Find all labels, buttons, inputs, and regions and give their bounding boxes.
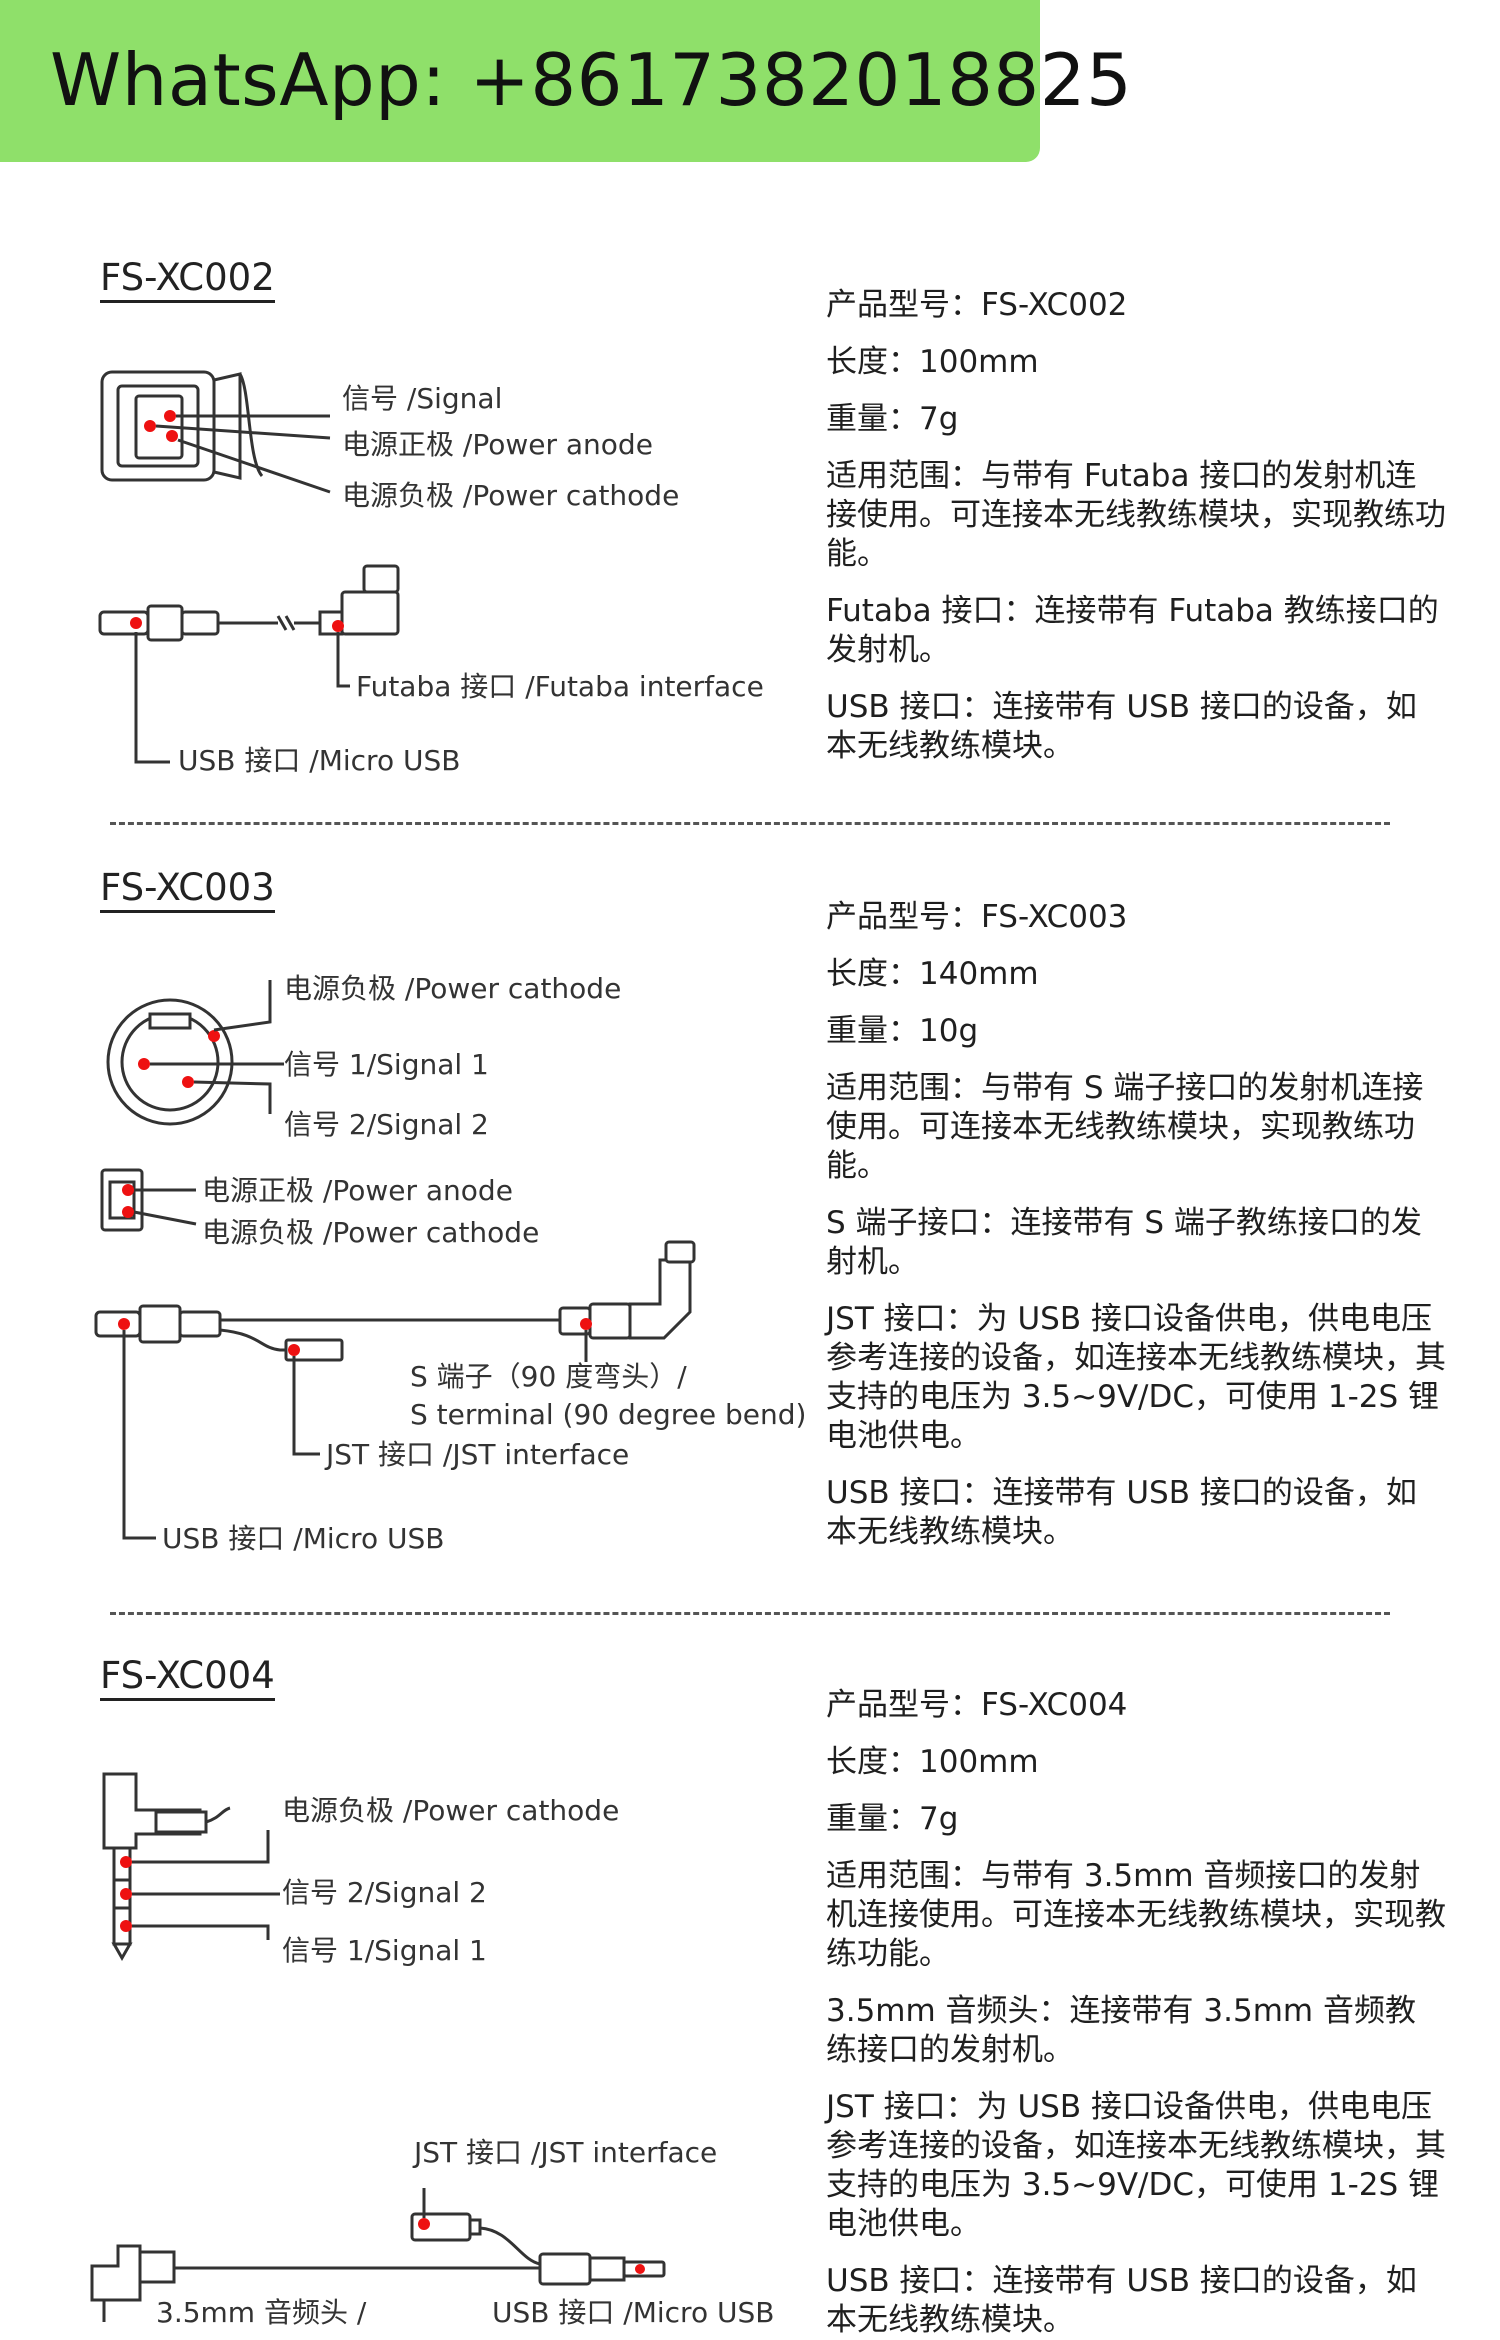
label-power-cathode: 电源负极 /Power cathode (342, 479, 679, 512)
spec-length: 长度：100mm (826, 344, 1039, 380)
label-signal1: 信号 1/Signal 1 (284, 1048, 489, 1081)
whatsapp-banner: WhatsApp: +8617382018825 (0, 0, 1132, 162)
usb-plug-dot (130, 617, 142, 629)
futaba-connector-face (100, 370, 331, 494)
pin-cathode-dot (120, 1856, 132, 1868)
section-title: FS-XC004 (100, 1654, 275, 1701)
section-fs-xc003: FS-XC003 电源负极 /Power cathode 信号 1/Signal… (0, 852, 1500, 1592)
label-jst-cathode: 电源负极 /Power cathode (202, 1216, 539, 1249)
banner-text: WhatsApp: +8617382018825 (50, 38, 1133, 122)
jst-cathode-dot (122, 1206, 134, 1218)
spec-weight: 重量：7g (826, 401, 959, 437)
spec-scope: 适用范围：与带有 3.5mm 音频接口的发射机连接使用。可连接本无线教练模块，实… (826, 1858, 1446, 1972)
s-plug-dot (580, 1318, 592, 1330)
label-usb-partial: USB 接口 /Micro USB (492, 2296, 774, 2329)
pin-cathode-dot (208, 1030, 220, 1042)
fs-xc003-cable (94, 1240, 696, 1540)
spec-model: 产品型号：FS-XC004 (826, 1687, 1128, 1723)
pin-cathode-dot (166, 430, 178, 442)
spec-model: 产品型号：FS-XC002 (826, 287, 1128, 323)
label-signal: 信号 /Signal (342, 382, 502, 415)
label-jst-interface: JST 接口 /JST interface (412, 2136, 717, 2169)
spec-s-terminal: S 端子接口：连接带有 S 端子教练接口的发射机。 (826, 1205, 1422, 1280)
jst-connector-face (100, 1168, 197, 1232)
spec-scope: 适用范围：与带有 Futaba 接口的发射机连接使用。可连接本无线教练模块，实现… (826, 458, 1446, 572)
s-terminal-face (106, 980, 284, 1126)
spec-usb: USB 接口：连接带有 USB 接口的设备，如本无线教练模块。 (826, 689, 1417, 764)
spec-model: 产品型号：FS-XC003 (826, 899, 1128, 935)
pin-anode-dot (144, 420, 156, 432)
fs-xc004-specs: 产品型号：FS-XC004 长度：100mm 重量：7g 适用范围：与带有 3.… (826, 1686, 1446, 2340)
pin-signal1-dot (138, 1058, 150, 1070)
fs-xc003-diagram: 电源负极 /Power cathode 信号 1/Signal 1 信号 2/S… (94, 972, 806, 1555)
spec-scope: 适用范围：与带有 S 端子接口的发射机连接使用。可连接本无线教练模块，实现教练功… (826, 1070, 1424, 1184)
spec-weight: 重量：10g (826, 1013, 979, 1049)
spec-jst: JST 接口：为 USB 接口设备供电，供电电压参考连接的设备，如连接本无线教练… (826, 2089, 1446, 2242)
section-divider (110, 1612, 1390, 1615)
section-title: FS-XC002 (100, 256, 275, 303)
label-futaba-interface: Futaba 接口 /Futaba interface (356, 670, 764, 703)
spec-jst: JST 接口：为 USB 接口设备供电，供电电压参考连接的设备，如连接本无线教练… (826, 1301, 1446, 1454)
section-fs-xc002: FS-XC002 信号 /Signal 电源正极 /Power anode 电源… (0, 240, 1500, 800)
fs-xc002-specs: 产品型号：FS-XC002 长度：100mm 重量：7g 适用范围：与带有 Fu… (826, 286, 1446, 766)
spec-audio: 3.5mm 音频头：连接带有 3.5mm 音频教练接口的发射机。 (826, 1993, 1416, 2068)
usb-plug-dot (635, 2264, 645, 2274)
label-usb: USB 接口 /Micro USB (162, 1522, 444, 1555)
label-jst-anode: 电源正极 /Power anode (202, 1174, 513, 1207)
pin-signal-dot (164, 410, 176, 422)
pin-signal2-dot (182, 1076, 194, 1088)
spec-length: 长度：140mm (826, 956, 1039, 992)
jst-anode-dot (122, 1184, 134, 1196)
label-jst-interface: JST 接口 /JST interface (324, 1438, 629, 1471)
label-s-terminal-cn: S 端子（90 度弯头）/ (410, 1360, 687, 1393)
pin-signal1-dot (120, 1920, 132, 1932)
label-audio-partial: 3.5mm 音频头 / (156, 2296, 367, 2329)
spec-weight: 重量：7g (826, 1801, 959, 1837)
fs-xc004-cable (90, 2188, 666, 2322)
fs-xc003-specs: 产品型号：FS-XC003 长度：140mm 重量：10g 适用范围：与带有 S… (826, 898, 1446, 1552)
fs-xc004-diagram: 电源负极 /Power cathode 信号 2/Signal 2 信号 1/S… (90, 1772, 774, 2329)
audio-jack (102, 1772, 280, 1962)
label-signal1: 信号 1/Signal 1 (282, 1934, 487, 1967)
label-usb: USB 接口 /Micro USB (178, 744, 460, 777)
jst-plug-dot (418, 2218, 430, 2230)
label-signal2: 信号 2/Signal 2 (282, 1876, 487, 1909)
label-power-cathode: 电源负极 /Power cathode (282, 1794, 619, 1827)
label-s-terminal-en: S terminal (90 degree bend) (410, 1398, 806, 1431)
jst-plug-dot (288, 1344, 300, 1356)
section-fs-xc004: FS-XC004 电源负极 /Power cathode 信号 2/Signal… (0, 1640, 1500, 2338)
label-power-anode: 电源正极 /Power anode (342, 428, 653, 461)
spec-usb: USB 接口：连接带有 USB 接口的设备，如本无线教练模块。 (826, 2263, 1417, 2338)
fs-xc002-cable (98, 564, 400, 764)
spec-futaba: Futaba 接口：连接带有 Futaba 教练接口的发射机。 (826, 593, 1439, 668)
spec-length: 长度：100mm (826, 1744, 1039, 1780)
section-title: FS-XC003 (100, 866, 275, 913)
pin-signal2-dot (120, 1888, 132, 1900)
section-divider (110, 822, 1390, 825)
futaba-plug-dot (332, 620, 344, 632)
usb-plug-dot (118, 1318, 130, 1330)
spec-usb: USB 接口：连接带有 USB 接口的设备，如本无线教练模块。 (826, 1475, 1417, 1550)
label-signal2: 信号 2/Signal 2 (284, 1108, 489, 1141)
label-power-cathode: 电源负极 /Power cathode (284, 972, 621, 1005)
fs-xc002-diagram: 信号 /Signal 电源正极 /Power anode 电源负极 /Power… (98, 370, 764, 777)
